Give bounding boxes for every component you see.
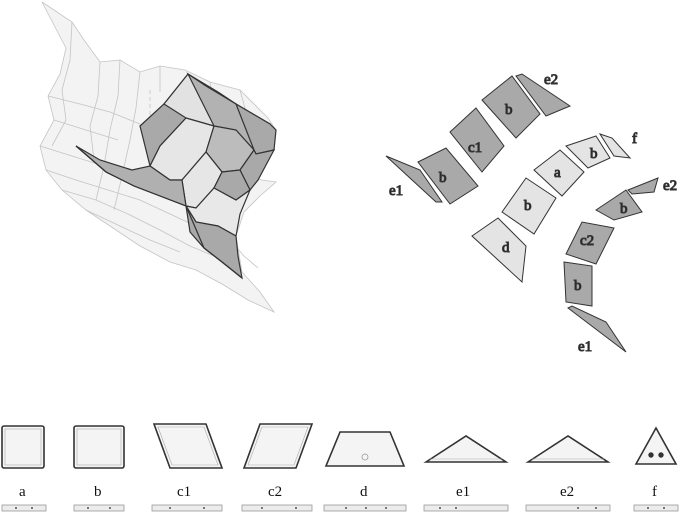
footprint-label: e1 [456,484,470,500]
strip-left-label: b [505,102,513,118]
strip-right-label: e1 [578,339,592,355]
footprint-c1-shape [152,423,224,469]
edge-view-dot [595,507,597,509]
panel-e1 [385,155,443,203]
strip-right-label: c2 [580,233,594,249]
edge-view-dot [15,507,17,509]
edge-view-e2 [525,504,611,512]
footprint-label: d [360,484,368,500]
footprint-c2-shape [242,423,314,469]
panel-b [595,189,643,221]
edge-view-dot [345,507,347,509]
edge-view-dot [87,507,89,509]
footprint-e1-shape [423,435,509,463]
strip-middle-label: b [524,198,532,214]
unfolded-strips: e1 b c1 b e2 d b a b f e1 b [385,72,678,356]
edge-view-dot [261,507,263,509]
panel-e2 [627,177,659,195]
band-edge [75,145,243,279]
edge-view-f [633,504,679,512]
footprint-label: c2 [268,484,282,500]
footprint-label: c1 [177,484,191,500]
panel-f [598,133,632,159]
edge-view-dots [15,507,665,509]
edge-view-dot [109,507,111,509]
edge-view-dot [577,507,579,509]
strip-left-label: e1 [389,183,403,199]
panel-footprints: a b c1 c2 d e1 e2 f [1,423,679,512]
footprint-d-shape [324,431,406,467]
strip-right-label: b [620,201,628,217]
highlighted-band [75,72,277,280]
edge-view-b [73,504,125,512]
panel-b [501,177,557,235]
edge-view-c2 [241,504,313,512]
panel-e2 [515,73,572,117]
footprint-f-shape [634,426,678,465]
strip-right: e1 b c2 b e2 [563,177,678,356]
strip-left-label: b [439,170,447,186]
panel-b [565,135,611,169]
edge-view-dot [203,507,205,509]
footprint-d-hole [361,453,369,461]
edge-view-dot [439,507,441,509]
footprint-label: b [94,484,102,500]
edge-view-dot [663,507,665,509]
panel-a [533,149,585,197]
strip-right-label: b [574,278,582,294]
edge-view-c1 [151,504,223,512]
footprint-label: f [652,484,657,500]
edge-view-dot [455,507,457,509]
footprint-b-inner [76,428,122,466]
strip-left-label: e2 [544,72,558,88]
panel-b [563,261,593,307]
edge-view-a [1,504,47,512]
footprint-label: e2 [560,484,574,500]
edge-view-dot [385,507,387,509]
footprint-label: a [19,484,26,500]
footprint-a-shape [1,425,45,469]
footprint-a-inner [4,428,42,466]
footprint-c1-inner [157,426,219,466]
footprint-e2-shape [525,435,611,463]
footprint-c2-inner [247,426,309,466]
strip-middle-label: d [502,240,510,256]
edge-view-dot [169,507,171,509]
panel-c1 [449,107,505,173]
strip-middle-label: b [590,146,598,162]
strip-middle: d b a b f [471,131,638,284]
panel-b [481,75,541,139]
edge-view-e1 [423,504,509,512]
edge-view-dot [647,507,649,509]
strip-left-label: c1 [468,140,482,156]
footprint-f-hole [648,452,654,458]
footprint-b-shape [73,425,125,469]
panel-e1 [567,305,627,353]
panel-c2 [565,221,615,265]
panel-b [417,147,479,205]
strip-middle-label: f [632,131,637,147]
strip-right-label: e2 [663,178,677,194]
footprint-f-hole [658,452,664,458]
folded-surface-3d [39,1,277,313]
edge-views [1,504,679,512]
edge-view-dot [295,507,297,509]
panel-d [471,217,527,284]
edge-view-dot [365,507,367,509]
strip-left: e1 b c1 b e2 [385,72,572,205]
edge-view-dot [31,507,33,509]
strip-middle-label: a [554,165,561,181]
band-face [185,205,243,280]
